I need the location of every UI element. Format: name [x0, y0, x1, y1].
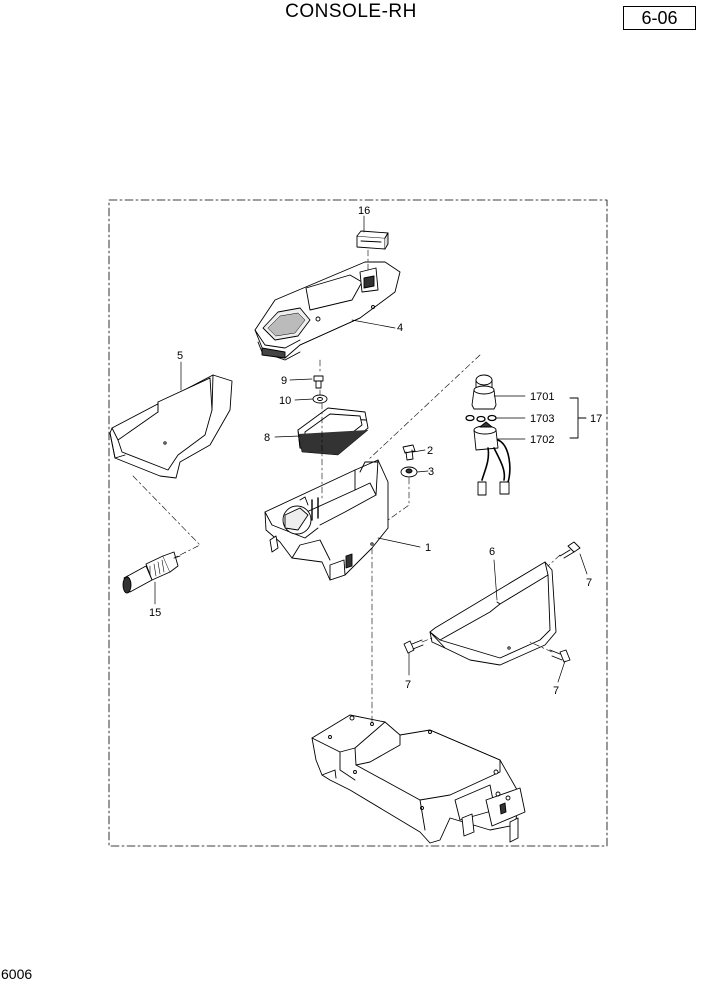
- callout-1702: 1702: [530, 434, 554, 446]
- callout-9: 9: [281, 375, 287, 387]
- part-1703-clips: [465, 414, 497, 423]
- part-10-washer: [312, 394, 328, 404]
- part-1701-cap: [471, 374, 497, 410]
- callout-8: 8: [264, 432, 270, 444]
- callout-4: 4: [397, 322, 403, 334]
- callout-3: 3: [428, 466, 434, 478]
- part-16-switch: [356, 230, 389, 250]
- part-2-bolt: [402, 444, 416, 461]
- part-5-left-panel: [109, 374, 233, 479]
- leader-lines: [154, 215, 588, 683]
- callout-1703: 1703: [530, 413, 554, 425]
- assembly-guide-lines: [132, 249, 561, 726]
- callout-17: 17: [590, 413, 602, 425]
- part-6-right-panel: [429, 561, 557, 666]
- group-bracket-17: [569, 397, 587, 439]
- callout-6: 6: [489, 546, 495, 558]
- part-3-washer: [400, 466, 418, 478]
- callout-16: 16: [358, 205, 370, 217]
- callout-2: 2: [427, 445, 433, 457]
- callout-7-right: 7: [553, 685, 559, 697]
- part-7-bolt-left: [403, 639, 424, 654]
- page-title: CONSOLE-RH: [285, 1, 417, 22]
- part-1-console-box: [264, 459, 389, 581]
- callout-5: 5: [177, 350, 183, 362]
- callout-1701: 1701: [530, 391, 554, 403]
- part-4-upper-cover: [254, 261, 401, 361]
- part-1702-socket: [473, 421, 511, 496]
- base-frame: [311, 714, 526, 844]
- callout-15: 15: [149, 607, 161, 619]
- part-8-pad: [297, 407, 369, 456]
- callout-7-upper: 7: [586, 577, 592, 589]
- callout-7-left: 7: [405, 679, 411, 691]
- part-9-bolt: [313, 375, 324, 389]
- part-15-knob: [122, 551, 181, 594]
- callout-1: 1: [425, 542, 431, 554]
- part-7-bolt-upper: [559, 541, 581, 559]
- document-code: 6006: [1, 966, 33, 982]
- page-number-box: 6-06: [623, 6, 696, 30]
- part-7-bolt-right: [549, 649, 571, 663]
- diagram-frame: [108, 199, 608, 847]
- callout-10: 10: [279, 395, 291, 407]
